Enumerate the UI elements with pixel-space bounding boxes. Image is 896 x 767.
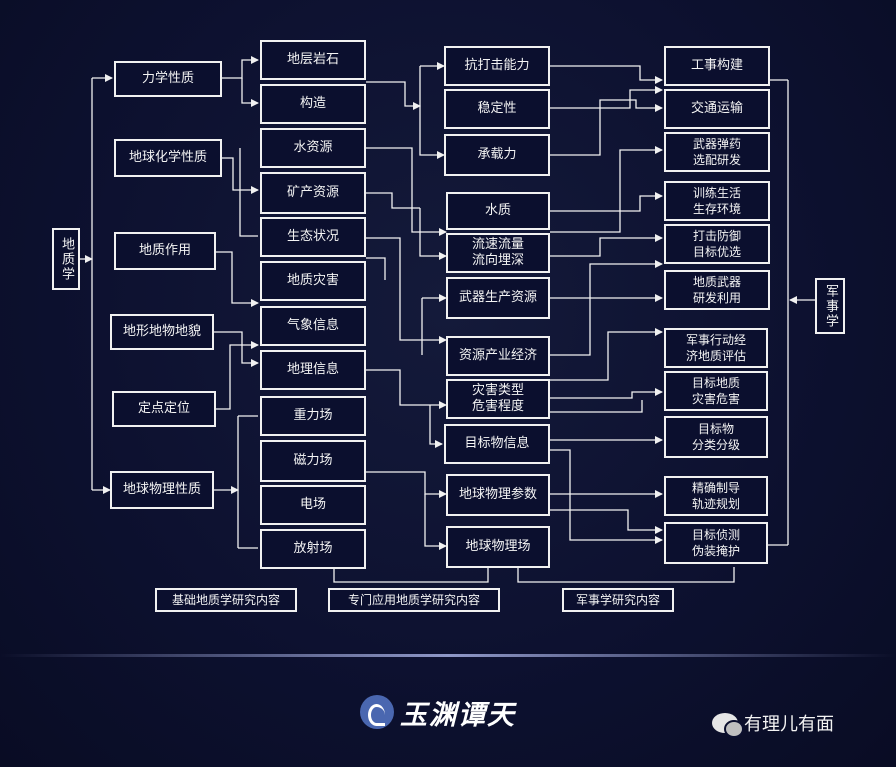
node-target-info: 目标物信息 — [444, 424, 550, 464]
label-basic-geology: 基础地质学研究内容 — [155, 588, 297, 612]
node-ecology: 生态状况 — [260, 217, 366, 257]
node-detect: 目标侦测 伪装掩护 — [664, 522, 768, 564]
node-mineral: 矿产资源 — [260, 172, 366, 214]
node-rock: 地层岩石 — [260, 40, 366, 80]
node-magnetic: 磁力场 — [260, 440, 366, 482]
node-guidance: 精确制导 轨迹规划 — [664, 476, 768, 516]
node-radiation: 放射场 — [260, 529, 366, 569]
node-geo-process: 地质作用 — [114, 232, 216, 270]
wechat-account: 有理儿有面 — [712, 710, 834, 738]
node-mechanical: 力学性质 — [114, 61, 222, 97]
node-geophys-param: 地球物理参数 — [446, 474, 550, 516]
node-target-class: 目标物 分类分级 — [664, 416, 768, 458]
node-flow: 流速流量 流向埋深 — [446, 233, 550, 273]
node-landform: 地形地物地貌 — [110, 314, 214, 350]
node-electric: 电场 — [260, 485, 366, 525]
node-transport: 交通运输 — [664, 89, 770, 129]
node-stability: 稳定性 — [444, 89, 550, 129]
wechat-icon — [712, 713, 744, 738]
node-geochemical: 地球化学性质 — [114, 139, 222, 177]
root-military: 军事学 — [815, 278, 845, 334]
node-water-quality: 水质 — [446, 192, 550, 230]
node-weapon-resource: 武器生产资源 — [446, 277, 550, 319]
brand-logo: 玉渊谭天 — [360, 690, 516, 734]
node-disaster-type: 灾害类型 危害程度 — [446, 379, 550, 419]
node-target-hazard: 目标地质 灾害危害 — [664, 371, 768, 411]
node-positioning: 定点定位 — [112, 391, 216, 427]
node-mil-econ: 军事行动经 济地质评估 — [664, 328, 768, 368]
node-engineering: 工事构建 — [664, 46, 770, 86]
node-geo-weapon: 地质武器 研发利用 — [664, 270, 770, 310]
node-bearing: 承载力 — [444, 134, 550, 176]
node-anti-strike: 抗打击能力 — [444, 46, 550, 86]
node-geophysical: 地球物理性质 — [110, 471, 214, 509]
node-geo-info: 地理信息 — [260, 350, 366, 390]
node-disaster: 地质灾害 — [260, 261, 366, 301]
node-resource-econ: 资源产业经济 — [446, 336, 550, 376]
wechat-account-name: 有理儿有面 — [744, 714, 834, 735]
node-weapon-ammo: 武器弹药 选配研发 — [664, 132, 770, 172]
node-geophys-field: 地球物理场 — [446, 526, 550, 568]
brand-logo-text: 玉渊谭天 — [400, 699, 516, 731]
node-gravity: 重力场 — [260, 396, 366, 436]
label-applied-geology: 专门应用地质学研究内容 — [328, 588, 500, 612]
jade-pool-logo-icon — [360, 695, 394, 729]
node-structure: 构造 — [260, 84, 366, 124]
label-military-science: 军事学研究内容 — [562, 588, 674, 612]
divider-line — [0, 654, 896, 657]
root-geology: 地质学 — [52, 228, 80, 290]
node-water: 水资源 — [260, 128, 366, 168]
node-weather: 气象信息 — [260, 306, 366, 346]
node-training: 训练生活 生存环境 — [664, 181, 770, 221]
node-strike: 打击防御 目标优选 — [664, 224, 770, 264]
